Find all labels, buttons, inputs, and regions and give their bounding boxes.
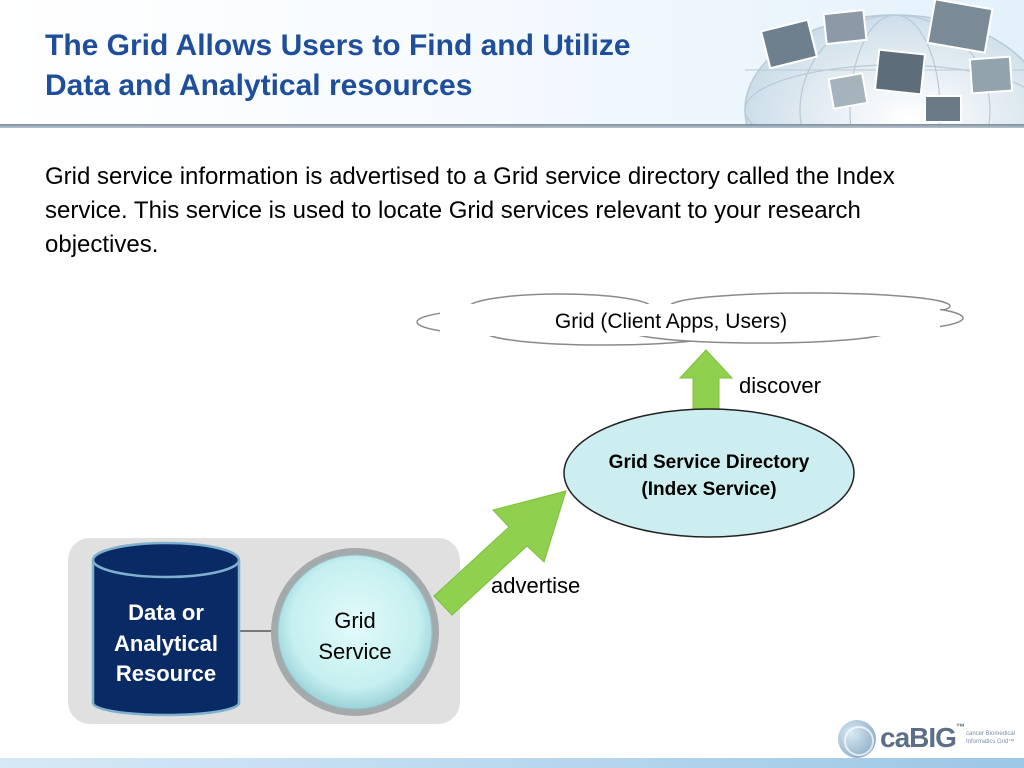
directory-label-line-1: Grid Service Directory: [609, 452, 810, 473]
grid-service-directory-node: Grid Service Directory (Index Service): [563, 408, 855, 538]
header-divider: [0, 124, 1024, 128]
cloud-label: Grid (Client Apps, Users): [555, 310, 787, 333]
directory-label-line-2: (Index Service): [641, 479, 776, 500]
discover-label: discover: [739, 373, 821, 398]
advertise-arrow: [433, 490, 567, 616]
resource-label-line-3: Resource: [116, 661, 216, 686]
discover-arrow: [678, 349, 734, 410]
data-resource-cylinder: Data or Analytical Resource: [91, 541, 241, 717]
cabig-tagline: cancer Biomedical Informatics Grid™: [966, 731, 1016, 745]
resource-label-line-1: Data or: [128, 600, 204, 625]
slide-title-line-1: The Grid Allows Users to Find and Utiliz…: [45, 29, 631, 62]
service-label-line-2: Service: [318, 639, 391, 664]
service-label-line-1: Grid: [334, 608, 376, 633]
resource-label-line-2: Analytical: [114, 631, 218, 656]
cabig-logo: caBIG™ cancer Biomedical Informatics Gri…: [838, 718, 1018, 760]
grid-service-node: Grid Service: [271, 548, 439, 716]
cabig-wordmark: caBIG™: [880, 722, 965, 753]
grid-clients-cloud: Grid (Client Apps, Users): [416, 292, 964, 346]
cabig-globe-icon: [838, 720, 876, 758]
slide-title: The Grid Allows Users to Find and Utiliz…: [45, 26, 631, 106]
advertise-label: advertise: [491, 573, 580, 598]
body-paragraph: Grid service information is advertised t…: [45, 163, 895, 258]
footer-bar: [0, 758, 1024, 768]
grid-globe-image: [744, 0, 1024, 124]
slide-title-line-2: Data and Analytical resources: [45, 69, 473, 102]
